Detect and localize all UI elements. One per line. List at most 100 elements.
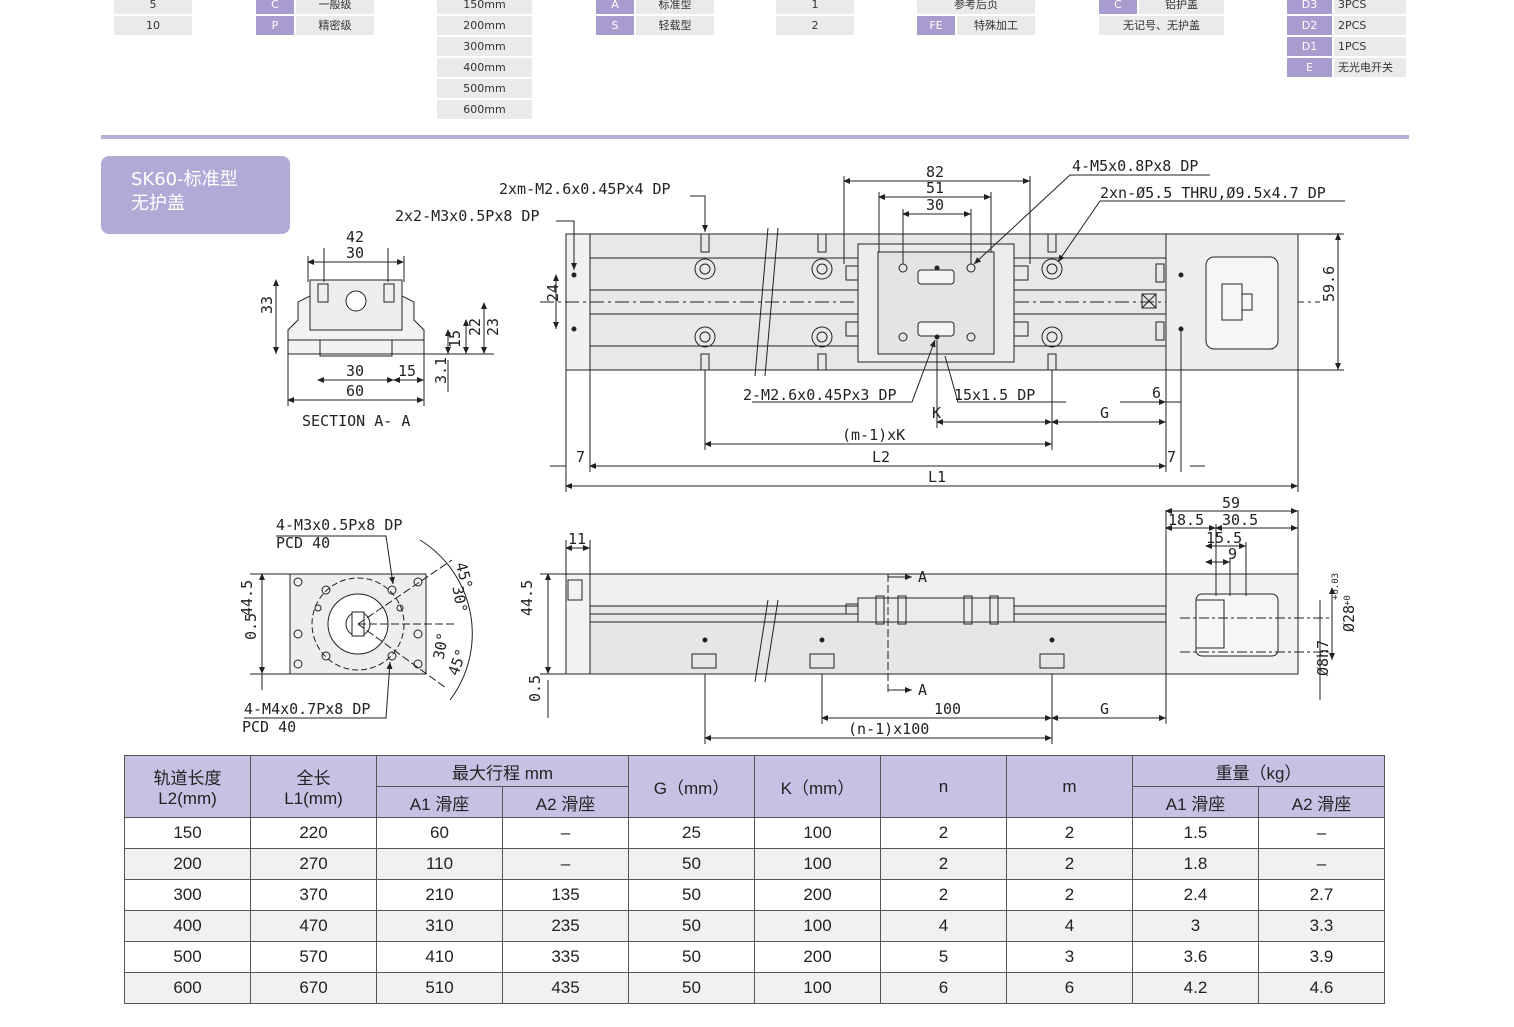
dim-label: 15	[398, 362, 416, 380]
code-cell: 无记号、无护盖	[1099, 16, 1224, 35]
code-cell: 2PCS	[1334, 16, 1406, 35]
table-cell: 3	[1006, 941, 1133, 973]
table-cell: 50	[628, 972, 755, 1004]
header-stroke: 最大行程 mm	[376, 755, 629, 787]
dim-label: 30.5	[1222, 511, 1258, 529]
dim-label: 7	[1167, 448, 1176, 466]
dim-label: 82	[926, 163, 944, 181]
dim-label: G	[1100, 700, 1109, 718]
dim-label: 2x2-M3x0.5Px8 DP	[395, 207, 540, 225]
table-cell: 100	[754, 910, 881, 942]
table-cell: 2	[1006, 879, 1133, 911]
table-cell: 50	[628, 941, 755, 973]
mounting-holes	[694, 258, 1063, 348]
code-badge: FE	[917, 16, 955, 35]
table-cell: 100	[754, 817, 881, 849]
table-cell: 510	[376, 972, 503, 1004]
code-cell: 标准型	[636, 0, 714, 14]
table-cell: 570	[250, 941, 377, 973]
dim-label: L1	[928, 468, 946, 486]
dim-label: A	[918, 681, 927, 699]
table-cell: 2	[880, 879, 1007, 911]
table-cell: 1.5	[1132, 817, 1259, 849]
dim-label: 23	[484, 318, 502, 336]
header-m: m	[1006, 755, 1133, 818]
table-cell: 410	[376, 941, 503, 973]
header-weight-a2: A2 滑座	[1258, 786, 1385, 818]
table-cell: 25	[628, 817, 755, 849]
dim-label: 4-M3x0.5Px8 DP	[276, 516, 402, 534]
table-cell: 335	[502, 941, 629, 973]
table-cell: –	[1258, 817, 1385, 849]
table-cell: 6	[880, 972, 1007, 1004]
header-g: G（mm）	[628, 755, 755, 818]
header-weight-a1: A1 滑座	[1132, 786, 1259, 818]
header-n: n	[880, 755, 1007, 818]
dim-label: G	[1100, 404, 1109, 422]
dim-label: (m-1)xK	[842, 426, 905, 444]
code-cell: 精密级	[296, 16, 374, 35]
table-cell: 6	[1006, 972, 1133, 1004]
dim-label: 3.1	[432, 357, 450, 384]
dim-label: 60	[346, 382, 364, 400]
dim-label: 6	[1152, 384, 1161, 402]
dim-label: 15.5	[1206, 529, 1242, 547]
table-cell: 2	[1006, 848, 1133, 880]
code-cell: 600mm	[437, 100, 532, 119]
table-cell: 3.3	[1258, 910, 1385, 942]
dim-label: 30	[346, 244, 364, 262]
dim-label: 2-M2.6x0.45Px3 DP	[743, 386, 897, 404]
code-cell: 1	[776, 0, 854, 14]
code-badge: P	[256, 16, 294, 35]
table-cell: 600	[124, 972, 251, 1004]
table-cell: 60	[376, 817, 503, 849]
table-cell: –	[502, 817, 629, 849]
dim-label: 44.5	[238, 580, 256, 616]
dim-label: 18.5	[1168, 511, 1204, 529]
code-cell: 300mm	[437, 37, 532, 56]
model-subtitle: 无护盖	[131, 193, 185, 214]
dim-label: 15	[446, 330, 464, 348]
table-cell: 1.8	[1132, 848, 1259, 880]
dim-label: 4-M5x0.8Px8 DP	[1072, 157, 1198, 175]
table-cell: 200	[124, 848, 251, 880]
table-cell: 100	[754, 848, 881, 880]
table-cell: 4	[880, 910, 1007, 942]
table-cell: 235	[502, 910, 629, 942]
dim-label: 7	[576, 448, 585, 466]
code-cell: 3PCS	[1334, 0, 1406, 14]
table-cell: 2	[880, 848, 1007, 880]
table-cell: 400	[124, 910, 251, 942]
table-cell: 4.2	[1132, 972, 1259, 1004]
table-cell: 3.9	[1258, 941, 1385, 973]
dim-label: K	[932, 404, 941, 422]
code-cell: 150mm	[437, 0, 532, 14]
table-cell: 300	[124, 879, 251, 911]
table-cell: 135	[502, 879, 629, 911]
code-cell: 无光电开关	[1334, 58, 1406, 77]
table-cell: 2	[880, 817, 1007, 849]
table-cell: 5	[880, 941, 1007, 973]
dim-label: 0.5	[526, 675, 544, 702]
code-badge: C	[1099, 0, 1137, 14]
dim-label: 0.5	[242, 613, 260, 640]
dim-label: 42	[346, 228, 364, 246]
dim-label: 59.6	[1320, 266, 1338, 302]
header-stroke-a1: A1 滑座	[376, 786, 503, 818]
dim-label: 11	[568, 530, 586, 548]
code-badge: D3	[1287, 0, 1332, 14]
model-title-box: SK60-标准型 无护盖	[101, 156, 290, 234]
code-badge: C	[256, 0, 294, 14]
dim-label: 15x1.5 DP	[954, 386, 1035, 404]
table-cell: 4	[1006, 910, 1133, 942]
dim-label: SECTION A- A	[302, 412, 410, 430]
dim-label: 30	[926, 196, 944, 214]
table-cell: 500	[124, 941, 251, 973]
table-cell: 50	[628, 879, 755, 911]
